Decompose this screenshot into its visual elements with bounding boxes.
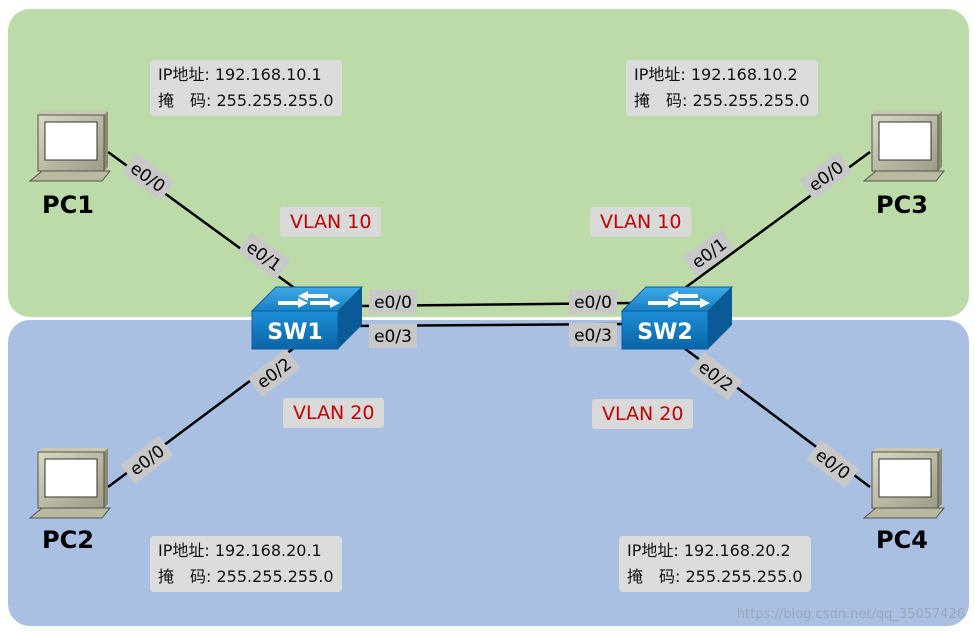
switch-sw1-label: SW1: [267, 320, 322, 345]
switch-sw1[interactable]: SW1: [250, 286, 364, 350]
svg-text:e0/3: e0/3: [574, 326, 612, 346]
pc2-computer-icon[interactable]: [28, 448, 112, 519]
pc4-label: PC4: [876, 526, 928, 554]
pc4-ip-info: IP地址: 192.168.20.2 掩 码: 255.255.255.0: [619, 536, 811, 592]
switch-sw2-label: SW2: [637, 320, 692, 345]
pc2-subnet-mask: 掩 码: 255.255.255.0: [158, 567, 334, 586]
vlan-tag-bottom-right: VLAN 20: [592, 399, 694, 429]
pc1-label: PC1: [42, 191, 94, 219]
pc1-ip-address: IP地址: 192.168.10.1: [158, 65, 322, 84]
pc4-computer-icon[interactable]: [862, 448, 946, 519]
pc3-ip-info: IP地址: 192.168.10.2 掩 码: 255.255.255.0: [626, 60, 818, 116]
pc1-ip-info: IP地址: 192.168.10.1 掩 码: 255.255.255.0: [150, 60, 342, 116]
switch-arrows-icon: [648, 291, 710, 308]
switch-arrows-icon: [278, 291, 340, 308]
vlan-tag-top-left: VLAN 10: [280, 207, 382, 237]
svg-text:e0/0: e0/0: [374, 293, 412, 313]
pc2-ip-address: IP地址: 192.168.20.1: [158, 541, 322, 560]
svg-text:e0/3: e0/3: [374, 327, 412, 347]
pc3-label: PC3: [876, 191, 928, 219]
pc1-computer-icon[interactable]: [28, 111, 112, 182]
pc2-label: PC2: [42, 526, 94, 554]
pc4-subnet-mask: 掩 码: 255.255.255.0: [627, 567, 803, 586]
port-label-sw2-e03: e0/3: [569, 323, 617, 347]
pc2-ip-info: IP地址: 192.168.20.1 掩 码: 255.255.255.0: [150, 536, 342, 592]
watermark: https://blog.csdn.net/qq_35057426: [736, 607, 965, 622]
pc4-ip-address: IP地址: 192.168.20.2: [627, 541, 791, 560]
pc1-subnet-mask: 掩 码: 255.255.255.0: [158, 91, 334, 110]
port-label-sw2-e00: e0/0: [569, 290, 617, 314]
pc3-subnet-mask: 掩 码: 255.255.255.0: [634, 91, 810, 110]
vlan-tag-top-right: VLAN 10: [590, 207, 692, 237]
port-label-sw1-e00: e0/0: [369, 290, 417, 314]
pc3-computer-icon[interactable]: [862, 111, 946, 182]
port-label-sw1-e03: e0/3: [369, 324, 417, 348]
svg-text:e0/0: e0/0: [574, 293, 612, 313]
port-label-sw2-e02: e0/2: [689, 351, 743, 401]
switch-sw2[interactable]: SW2: [620, 286, 734, 350]
pc3-ip-address: IP地址: 192.168.10.2: [634, 65, 798, 84]
vlan-tag-bottom-left: VLAN 20: [283, 398, 385, 428]
